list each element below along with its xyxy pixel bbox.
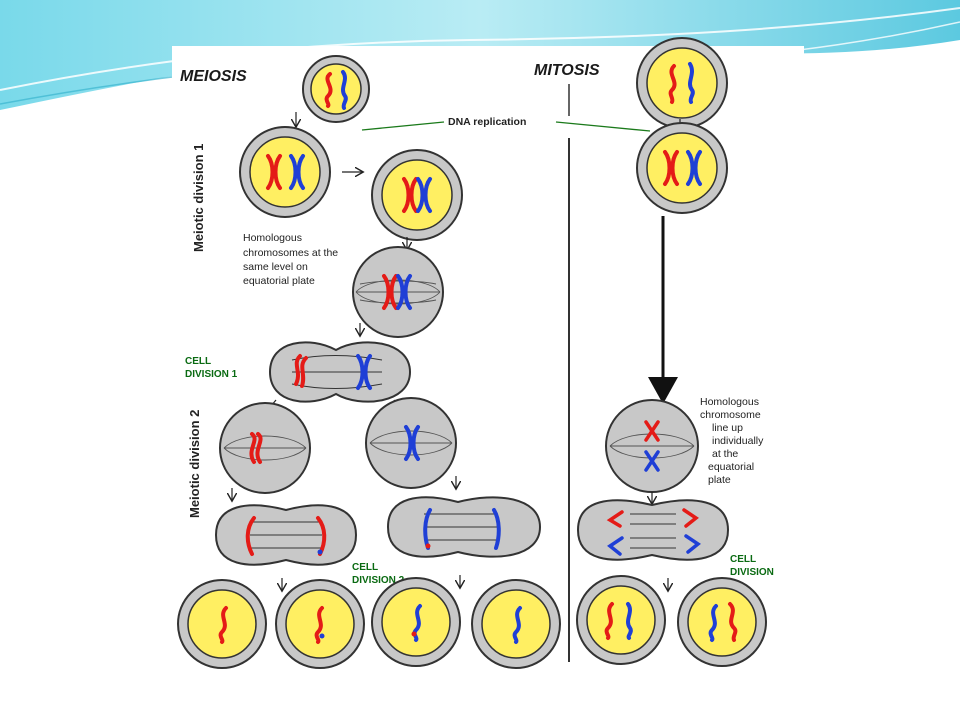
meiotic-division-2-label: Meiotic division 2 — [187, 410, 202, 518]
mitosis-daughter-cell-1 — [576, 575, 666, 665]
division-2-blue-cell — [365, 397, 457, 489]
gamete-cell-2 — [275, 579, 365, 669]
dna-replication-label: DNA replication — [448, 116, 526, 128]
cell-division-label: CELL DIVISION — [730, 554, 774, 578]
meiosis-paired-cell — [371, 149, 463, 241]
meiotic-division-1-label: Meiotic division 1 — [191, 144, 206, 252]
mitosis-line-up-text: Homologous chromosome line up individual… — [700, 396, 766, 486]
anaphase-2-blue-cell — [386, 496, 542, 558]
meiosis-replicated-cell — [239, 126, 331, 218]
dna-line-right — [555, 121, 651, 132]
dna-line-left — [361, 121, 445, 131]
anaphase-2-red-cell — [214, 504, 358, 566]
cell-division-2-label: CELL DIVISION 2 — [352, 562, 405, 586]
mitosis-replicated-cell — [636, 122, 728, 214]
homologous-equatorial-text: Homologous chromosomes at the same level… — [243, 232, 341, 287]
gamete-cell-1 — [177, 579, 267, 669]
meiosis-title: MEIOSIS — [180, 68, 247, 85]
mitosis-daughter-cell-2 — [677, 577, 767, 667]
mitosis-parent-cell — [636, 37, 728, 129]
mitosis-title: MITOSIS — [534, 62, 600, 79]
division-2-red-cell — [219, 402, 311, 494]
mitosis-equatorial-cell — [605, 399, 699, 493]
mitosis-dividing-cell — [576, 499, 730, 561]
gamete-cell-4 — [471, 579, 561, 669]
meiosis-equatorial-cell — [352, 246, 444, 338]
meiosis-parent-cell — [302, 55, 370, 123]
cell-division-1-label: CELL DIVISION 1 — [185, 356, 238, 380]
cell-division-1-cell — [268, 341, 412, 403]
gamete-cell-3 — [371, 577, 461, 667]
